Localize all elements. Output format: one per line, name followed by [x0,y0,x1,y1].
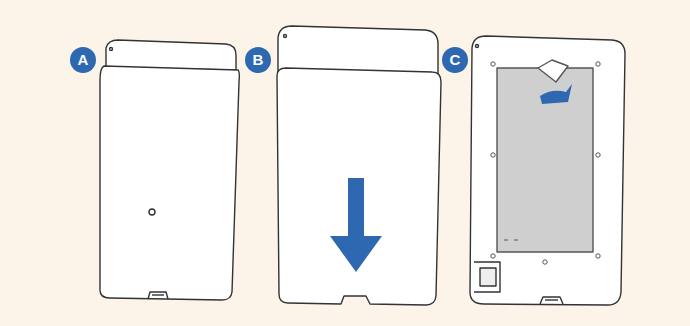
slide-arrow [330,178,382,272]
callout-letter: B [245,47,271,73]
device-open [470,36,625,305]
callout-letter: A [70,47,96,73]
device-closed [100,40,239,300]
device-cover-sliding [277,26,441,305]
callout-letter: C [442,47,468,73]
